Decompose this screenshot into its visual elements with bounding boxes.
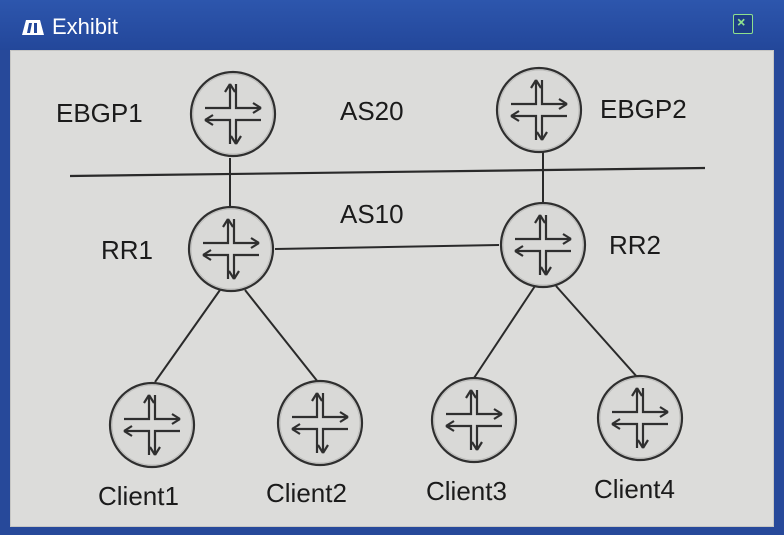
link-rr1-rr2 <box>274 244 500 250</box>
router-icon-client2 <box>276 379 364 467</box>
link-rr2-client3 <box>473 285 536 379</box>
router-label-client3: Client3 <box>426 476 507 506</box>
title-bar: Exhibit <box>0 0 784 50</box>
area-label-as10: AS10 <box>340 199 404 229</box>
as-boundary-line <box>69 166 706 178</box>
router-label-client4: Client4 <box>594 474 675 504</box>
area-label-as20: AS20 <box>340 96 404 126</box>
link-rr1-client1 <box>154 289 221 383</box>
router-label-client2: Client2 <box>266 478 347 508</box>
router-icon-client4 <box>596 374 684 462</box>
router-icon-client3 <box>430 376 518 464</box>
close-button[interactable] <box>733 14 753 34</box>
router-label-client1: Client1 <box>98 481 179 511</box>
link-rr2-client4 <box>555 285 639 379</box>
router-label-ebgp2: EBGP2 <box>600 94 687 124</box>
router-icon-rr1 <box>187 205 275 293</box>
router-icon-rr2 <box>499 201 587 289</box>
router-icon-ebgp2 <box>495 66 583 154</box>
close-icon <box>737 18 745 26</box>
router-label-rr2: RR2 <box>609 230 662 260</box>
router-label-ebgp1: EBGP1 <box>56 98 143 128</box>
router-icon-ebgp1 <box>189 70 277 158</box>
router-icon-client1 <box>108 381 196 469</box>
exhibit-icon <box>22 20 44 35</box>
link-rr1-client2 <box>244 289 319 383</box>
router-label-rr1: RR1 <box>101 235 154 265</box>
window-title: Exhibit <box>52 14 119 39</box>
